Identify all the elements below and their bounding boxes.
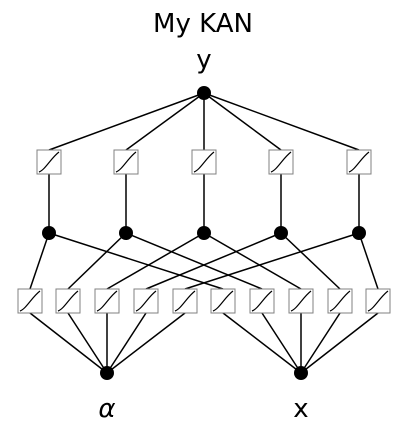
hidden-node bbox=[197, 226, 211, 240]
spline-activation-icon bbox=[133, 288, 159, 314]
edge-activation-to-hidden bbox=[48, 232, 224, 290]
activation-boxes bbox=[17, 149, 391, 314]
spline-activation-icon bbox=[55, 288, 81, 314]
network-edges bbox=[29, 92, 379, 374]
edge-activation-to-hidden bbox=[358, 232, 379, 290]
input-label-alpha: α bbox=[98, 394, 115, 424]
hidden-node bbox=[42, 226, 56, 240]
edge-activation-to-hidden bbox=[29, 232, 50, 290]
spline-activation-icon bbox=[94, 288, 120, 314]
output-node bbox=[197, 86, 211, 100]
edge-activation-to-hidden bbox=[67, 232, 127, 290]
spline-activation-icon bbox=[288, 288, 314, 314]
edge-activation-to-hidden bbox=[145, 232, 282, 290]
spline-activation-icon bbox=[191, 149, 217, 175]
edge-activation-to-hidden bbox=[125, 232, 263, 290]
edge-activation-to-hidden bbox=[106, 232, 205, 290]
hidden-node bbox=[119, 226, 133, 240]
edge-activation-to-hidden bbox=[203, 232, 302, 290]
edge-activation-to-hidden bbox=[184, 232, 360, 290]
edge-activation-to-output bbox=[203, 92, 282, 151]
edge-input-to-activation bbox=[261, 312, 302, 374]
edge-input-to-activation bbox=[106, 312, 186, 374]
edge-activation-to-hidden bbox=[280, 232, 341, 290]
output-label: y bbox=[196, 45, 211, 75]
edge-input-to-activation bbox=[300, 312, 341, 374]
spline-activation-icon bbox=[113, 149, 139, 175]
edge-input-to-activation bbox=[29, 312, 108, 374]
edge-input-to-activation bbox=[300, 312, 379, 374]
input-label-x: x bbox=[293, 394, 308, 424]
edge-activation-to-output bbox=[125, 92, 205, 151]
edge-activation-to-output bbox=[203, 92, 360, 151]
diagram-title: My KAN bbox=[153, 9, 253, 39]
spline-activation-icon bbox=[365, 288, 391, 314]
input-node bbox=[100, 366, 114, 380]
spline-activation-icon bbox=[36, 149, 62, 175]
edge-input-to-activation bbox=[222, 312, 302, 374]
network-nodes bbox=[42, 86, 366, 380]
edge-input-to-activation bbox=[67, 312, 108, 374]
spline-activation-icon bbox=[268, 149, 294, 175]
input-node bbox=[294, 366, 308, 380]
hidden-node bbox=[352, 226, 366, 240]
spline-activation-icon bbox=[172, 288, 198, 314]
spline-activation-icon bbox=[249, 288, 275, 314]
spline-activation-icon bbox=[210, 288, 236, 314]
spline-activation-icon bbox=[327, 288, 353, 314]
hidden-node bbox=[274, 226, 288, 240]
edge-input-to-activation bbox=[106, 312, 147, 374]
spline-activation-icon bbox=[346, 149, 372, 175]
edge-activation-to-output bbox=[48, 92, 205, 151]
spline-activation-icon bbox=[17, 288, 43, 314]
